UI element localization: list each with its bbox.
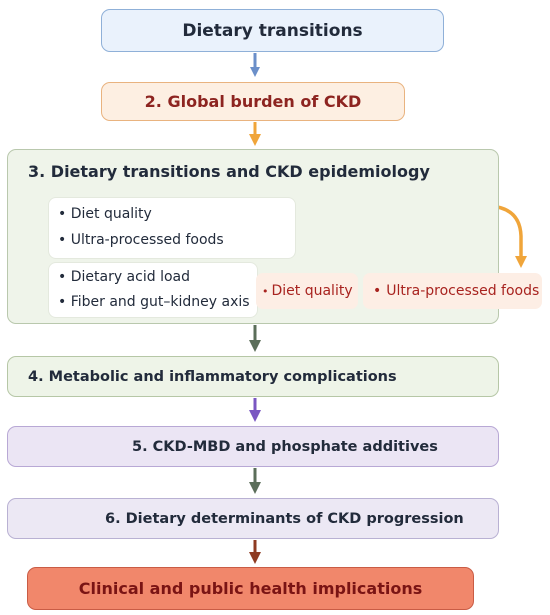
step-3-label: 3. Dietary transitions and CKD epidemiol… (28, 162, 430, 181)
step-2-label: 2. Global burden of CKD (144, 92, 362, 111)
tag-ultra-processed: •Ultra-processed foods (363, 273, 542, 309)
factor-item: • Fiber and gut–kidney axis (58, 294, 250, 310)
step-5-label: 5. CKD-MBD and phosphate additives (132, 438, 438, 455)
step-1-label: Dietary transitions (182, 20, 363, 41)
step-global-burden: 2. Global burden of CKD (101, 82, 405, 121)
step-clinical-implications: Clinical and public health implications (27, 567, 474, 610)
step-dietary-determinants: 6. Dietary determinants of CKD progressi… (7, 498, 499, 539)
factor-group-1: • Diet quality • Ultra-processed foods (48, 197, 296, 259)
factor-item: • Ultra-processed foods (58, 232, 224, 248)
step-4-label: 4. Metabolic and inflammatory complicati… (28, 368, 397, 385)
step-7-label: Clinical and public health implications (78, 579, 423, 598)
step-dietary-transitions: Dietary transitions (101, 9, 444, 52)
factor-item: • Dietary acid load (58, 269, 190, 285)
step-6-label: 6. Dietary determinants of CKD progressi… (105, 510, 464, 527)
tag-diet-quality: •Diet quality (256, 273, 358, 309)
tag-bullet: • (262, 284, 269, 298)
step-dietary-epidemiology: 3. Dietary transitions and CKD epidemiol… (7, 149, 542, 324)
step-ckd-mbd: 5. CKD-MBD and phosphate additives (7, 426, 499, 467)
step-metabolic-complications: 4. Metabolic and inflammatory complicati… (7, 356, 499, 397)
factor-item: • Diet quality (58, 206, 152, 222)
tag-bullet: • (373, 283, 382, 299)
factor-group-2: • Dietary acid load • Fiber and gut–kidn… (48, 262, 258, 318)
